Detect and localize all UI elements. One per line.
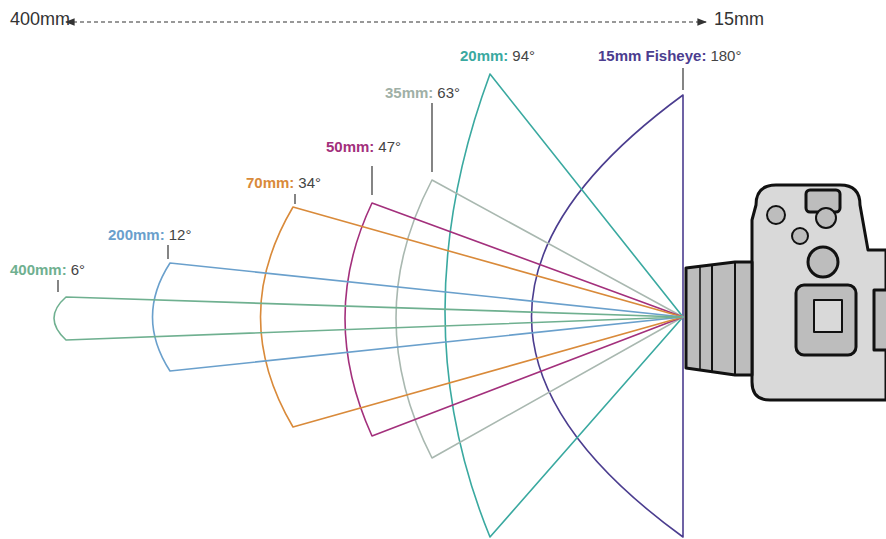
range-text: 400mm <box>10 9 70 29</box>
range-label: 400mm <box>10 10 70 28</box>
focal-length-label: 400mm:6° <box>10 261 85 279</box>
range-label: 15mm <box>714 10 764 28</box>
angle-of-view: 47° <box>378 138 401 156</box>
cone-200mm <box>153 263 684 371</box>
focal-length: 50mm: <box>326 138 374 156</box>
angle-of-view: 94° <box>512 47 535 65</box>
angle-of-view: 12° <box>169 226 192 244</box>
focal-length-label: 200mm:12° <box>108 226 191 244</box>
cone-20mm <box>445 74 683 537</box>
focal-length-label: 20mm:94° <box>460 47 535 65</box>
range-arrow <box>66 21 706 22</box>
focal-length-label: 15mm Fisheye:180° <box>598 47 741 65</box>
focal-length: 70mm: <box>246 174 294 192</box>
focal-length-label: 70mm:34° <box>246 174 321 192</box>
focal-length: 15mm Fisheye: <box>598 47 706 65</box>
angle-of-view: 6° <box>71 261 85 279</box>
range-text: 15mm <box>714 9 764 29</box>
focal-length: 20mm: <box>460 47 508 65</box>
angle-of-view: 63° <box>437 84 460 102</box>
cone-70mm <box>261 207 684 427</box>
focal-length: 200mm: <box>108 226 165 244</box>
cone-400mm <box>54 297 683 340</box>
angle-of-view: 34° <box>298 174 321 192</box>
focal-length: 400mm: <box>10 261 67 279</box>
focal-length-label: 35mm:63° <box>385 84 460 102</box>
leader-ticks <box>58 68 683 292</box>
camera-illustration <box>686 185 886 400</box>
angle-of-view: 180° <box>710 47 741 65</box>
focal-length: 35mm: <box>385 84 433 102</box>
focal-length-label: 50mm:47° <box>326 138 401 156</box>
